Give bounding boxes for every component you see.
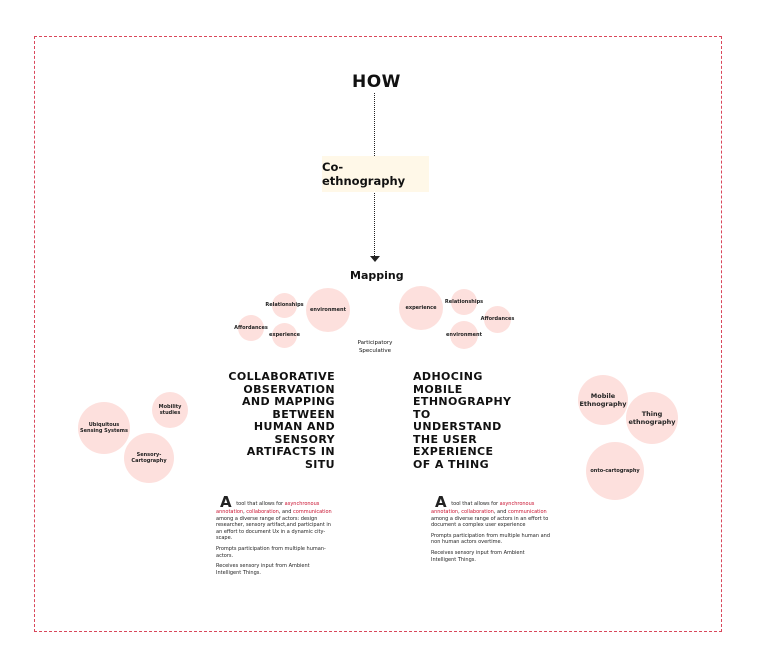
arrow-head-icon bbox=[369, 256, 380, 262]
mapping-label: Mapping bbox=[350, 269, 404, 282]
bubble-onto-cartography: onto-cartography bbox=[586, 442, 644, 500]
tag-speculative: Speculative bbox=[358, 347, 392, 354]
dashed-frame bbox=[34, 36, 722, 632]
co-ethnography-box: Co- ethnography bbox=[322, 156, 429, 192]
diagram-title: HOW bbox=[352, 72, 401, 92]
bubble-sensory-cartography: Sensory-Cartography bbox=[124, 433, 174, 483]
bubble-right-experience: experience bbox=[399, 286, 443, 330]
co-ethnography-label: Co- ethnography bbox=[322, 160, 406, 188]
bubble-left-environment: environment bbox=[306, 288, 350, 332]
bubble-thing-ethnography: Thing ethnography bbox=[626, 392, 678, 444]
right-description: A tool that allows for asynchronous anno… bbox=[431, 493, 550, 563]
bubble-mobile-ethnography: Mobile Ethnography bbox=[578, 375, 628, 425]
tag-participatory: Participatory bbox=[357, 340, 393, 346]
bubble-right-relationships: Relationships bbox=[445, 289, 483, 315]
bubble-left-experience: experience bbox=[269, 323, 300, 348]
bubble-left-affordances: Affordances bbox=[234, 315, 268, 341]
bubble-mobility-studies: Mobility studies bbox=[152, 392, 188, 428]
bubble-left-relationships: Relationships bbox=[265, 293, 304, 318]
bubble-ubiquitous-sensing: Ubiquitous Sensing Systems bbox=[78, 402, 130, 454]
bubble-right-affordances: Affordances bbox=[481, 306, 514, 333]
dropcap: A bbox=[220, 493, 232, 511]
bubble-right-environment: environment bbox=[446, 321, 482, 349]
dropcap: A bbox=[435, 493, 447, 511]
center-tags: Participatory Speculative bbox=[340, 340, 410, 355]
left-description: A tool that allows for asynchronous anno… bbox=[216, 493, 332, 576]
